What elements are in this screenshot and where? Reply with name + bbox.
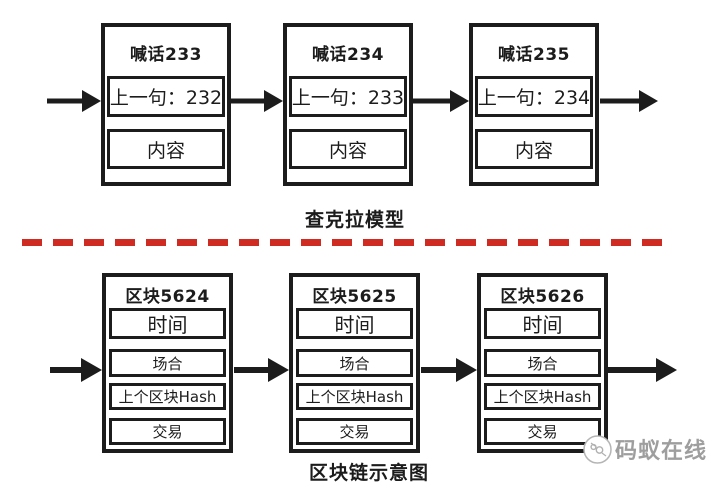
merkle-section-caption: 查克拉模型 [304,209,405,231]
arrow-right-icon [229,90,283,112]
arrow-right-icon [607,358,677,382]
block-node-5626: 区块5626 时间 场合 上个区块Hash 交易 [477,273,608,453]
arrow-right-icon [50,358,102,382]
chat-node-234: 喊话234 上一句：233 内容 [283,23,413,186]
ant-logo-icon [583,434,612,464]
chat-content-field: 内容 [289,129,407,169]
watermark: 码蚁在线 [583,433,707,465]
arrow-right-icon [600,90,658,112]
block-field-tx: 交易 [109,418,226,445]
blockchain-section-caption: 区块链示意图 [308,462,429,483]
block-field-prevhash: 上个区块Hash [109,383,226,410]
arrow-right-icon [47,90,101,112]
chat-node-title: 喊话235 [498,45,570,65]
block-field-prevhash: 上个区块Hash [296,383,413,410]
arrow-right-icon [412,90,469,112]
block-field-time: 时间 [109,308,226,339]
chat-prev-field: 上一句：233 [289,76,407,117]
arrow-right-icon [234,358,289,382]
block-field-tx: 交易 [296,418,413,445]
red-dashed-divider [22,239,666,246]
block-field-venue: 场合 [484,349,601,377]
block-field-venue: 场合 [296,349,413,377]
chat-node-title: 喊话233 [130,45,202,65]
block-field-time: 时间 [296,308,413,339]
watermark-text: 码蚁在线 [615,439,708,464]
block-title: 区块5626 [500,287,585,307]
chat-node-233: 喊话233 上一句：232 内容 [101,23,231,186]
chat-node-235: 喊话235 上一句：234 内容 [469,23,599,186]
chat-prev-field: 上一句：234 [475,76,593,117]
block-field-prevhash: 上个区块Hash [484,383,601,410]
block-title: 区块5625 [312,287,397,307]
chat-node-title: 喊话234 [312,45,384,65]
chat-content-field: 内容 [107,129,225,169]
block-field-tx: 交易 [484,418,601,445]
chat-prev-field: 上一句：232 [107,76,225,117]
block-field-time: 时间 [484,308,601,339]
block-title: 区块5624 [125,287,210,307]
chat-content-field: 内容 [475,129,593,169]
block-node-5624: 区块5624 时间 场合 上个区块Hash 交易 [102,273,233,453]
block-field-venue: 场合 [109,349,226,377]
arrow-right-icon [421,358,477,382]
block-node-5625: 区块5625 时间 场合 上个区块Hash 交易 [289,273,420,453]
